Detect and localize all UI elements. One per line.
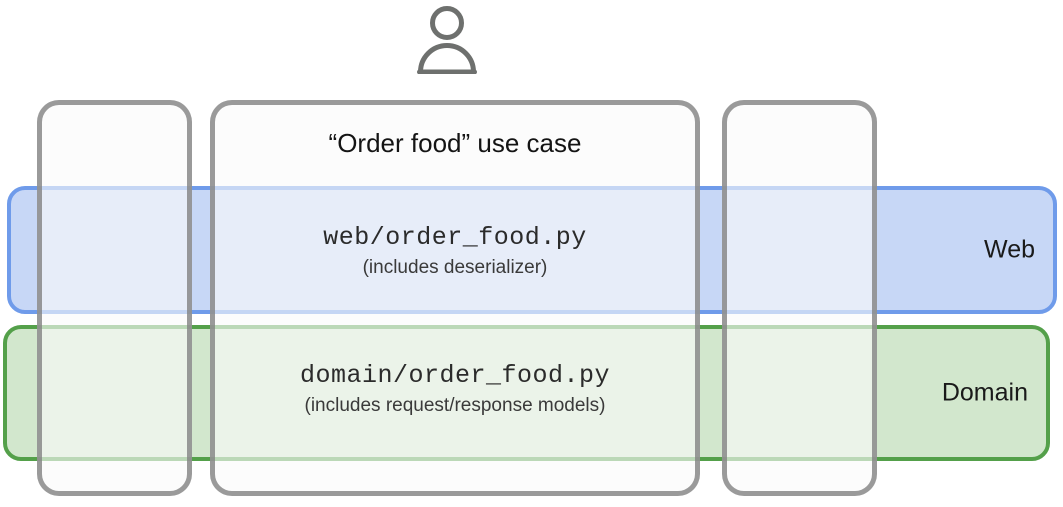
layer-label-web: Web <box>984 235 1035 264</box>
user-actor-icon <box>411 2 483 74</box>
cell-domain: domain/order_food.py (includes request/r… <box>210 361 700 417</box>
cell-web-path: web/order_food.py <box>323 223 587 252</box>
slice-box-right <box>722 100 877 496</box>
cell-domain-path: domain/order_food.py <box>299 361 611 390</box>
layer-label-domain: Domain <box>941 378 1028 407</box>
slice-box-center <box>210 100 700 496</box>
cell-web-note: (includes deserializer) <box>362 256 548 278</box>
cell-domain-note: (includes request/response models) <box>304 394 606 416</box>
use-case-title: “Order food” use case <box>328 128 582 158</box>
slice-box-left <box>37 100 192 496</box>
cell-web: web/order_food.py (includes deserializer… <box>210 223 700 279</box>
